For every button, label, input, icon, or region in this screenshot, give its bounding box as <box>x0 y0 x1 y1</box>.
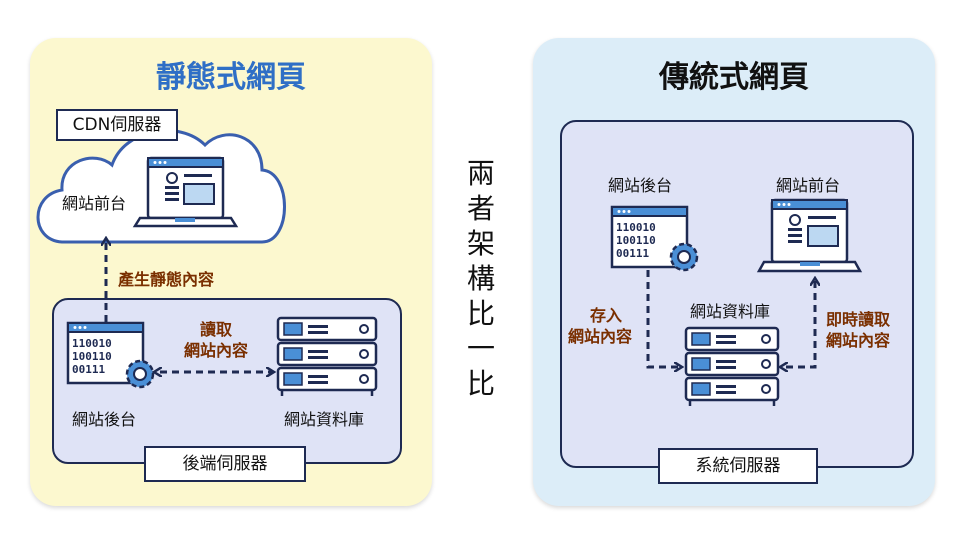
static-backend-label: 網站後台 <box>72 410 137 429</box>
database-server-icon <box>276 316 378 396</box>
store-content-label-1: 存入 <box>590 306 623 325</box>
database-server-icon-traditional <box>684 326 780 406</box>
read-content-label-2: 網站內容 <box>184 341 249 360</box>
comparison-vertical-text: 兩 者 架 構 比 一 比 <box>466 157 495 400</box>
static-frontend-label: 網站前台 <box>62 194 127 213</box>
traditional-backend-label: 網站後台 <box>608 176 673 195</box>
generate-content-label: 產生靜態內容 <box>118 270 215 289</box>
code-lines-traditional: 110010 100110 00111 <box>616 221 656 260</box>
static-title: 靜態式網頁 <box>156 60 306 95</box>
traditional-database-label: 網站資料庫 <box>690 302 771 321</box>
static-database-label: 網站資料庫 <box>284 410 365 429</box>
store-arrow <box>646 270 680 367</box>
store-content-label-2: 網站內容 <box>568 327 633 346</box>
traditional-frontend-label: 網站前台 <box>776 176 841 195</box>
laptop-icon-traditional <box>756 198 863 273</box>
cdn-server-label: CDN伺服器 <box>56 109 178 141</box>
laptop-icon <box>132 156 239 228</box>
gear-icon-traditional <box>669 242 699 272</box>
realtime-content-label-2: 網站內容 <box>826 331 891 350</box>
gear-icon <box>125 359 155 389</box>
backend-code-icon <box>66 321 155 389</box>
system-server-box <box>560 120 914 468</box>
system-server-label: 系統伺服器 <box>658 448 818 484</box>
backend-code-icon-traditional <box>610 205 699 272</box>
traditional-title: 傳統式網頁 <box>659 60 809 95</box>
read-content-label-1: 讀取 <box>200 320 233 339</box>
code-lines-static: 110010 100110 00111 <box>72 337 112 376</box>
backend-server-label: 後端伺服器 <box>144 446 306 482</box>
realtime-content-label-1: 即時讀取 <box>826 310 891 329</box>
realtime-arrow <box>786 280 815 367</box>
